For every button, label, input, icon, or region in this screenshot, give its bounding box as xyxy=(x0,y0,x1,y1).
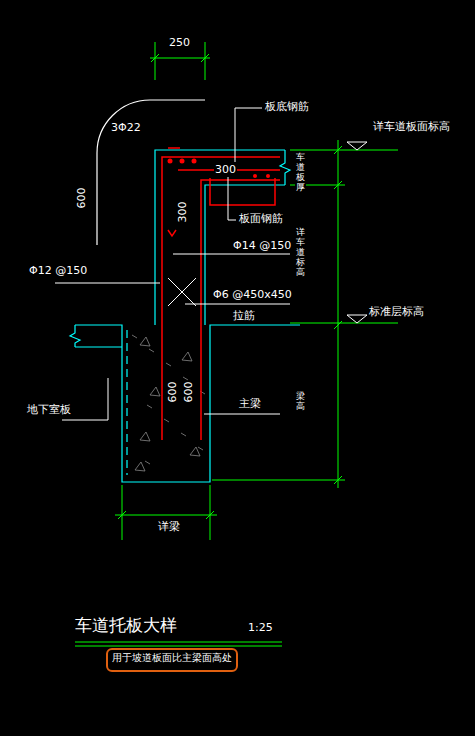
annotation-label: 车道板厚 xyxy=(295,153,306,193)
annotation-label: 300 xyxy=(214,164,237,177)
annotation-label: 梁高 xyxy=(295,392,306,412)
annotation-label: 地下室板 xyxy=(26,404,72,417)
drawing-title: 车道托板大样 xyxy=(74,616,178,636)
annotation-label: 600 xyxy=(183,381,196,404)
annotation-label: Φ12 @150 xyxy=(28,265,88,278)
annotation-label: Φ14 @150 xyxy=(232,240,292,253)
annotation-label: 板面钢筋 xyxy=(238,213,284,226)
annotation-label: 标准层标高 xyxy=(368,306,425,319)
annotation-label: 300 xyxy=(177,201,190,224)
drawing-caption: 用于坡道板面比主梁面高处 xyxy=(111,653,233,664)
annotation-label: 1:25 xyxy=(247,622,274,635)
annotation-label: 250 xyxy=(168,37,191,50)
annotation-label: 3Φ22 xyxy=(110,122,142,135)
annotation-label: 详车道标高 xyxy=(295,228,306,277)
annotation-label: 拉筋 xyxy=(232,310,256,323)
annotation-label: 板底钢筋 xyxy=(264,101,310,114)
annotation-label: 详车道板面标高 xyxy=(372,121,451,134)
annotation-label: 详梁 xyxy=(157,521,181,534)
annotation-label: 600 xyxy=(76,187,89,210)
annotation-label: 主梁 xyxy=(238,398,262,411)
annotation-label: 600 xyxy=(167,381,180,404)
annotation-label: Φ6 @450x450 xyxy=(212,289,293,302)
